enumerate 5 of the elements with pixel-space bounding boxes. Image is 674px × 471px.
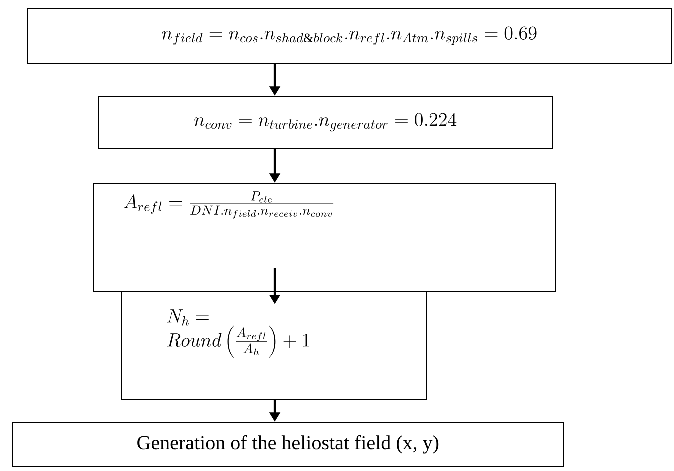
process-box: Generation of the heliostat field (x, y) [12,422,564,468]
formula-box: $n_{conv} = n_{turbine}.n_{generator} = 0.224$ [98,96,554,150]
formula-box: $N_h = Round\left(\frac{A_{refl}}{A_h}\right) + 1$ [121,291,428,400]
formula-box: $A_{refl} = \frac{P_{ele}}{DNI.n_{field}.n_{receiv}.n_{conv}}$ [93,183,556,292]
formula-box: $n_{field} = n_{cos}.n_{shad\&block}.n_{refl}.n_{Atm}.n_{spills} = 0.69$ [27,8,672,64]
